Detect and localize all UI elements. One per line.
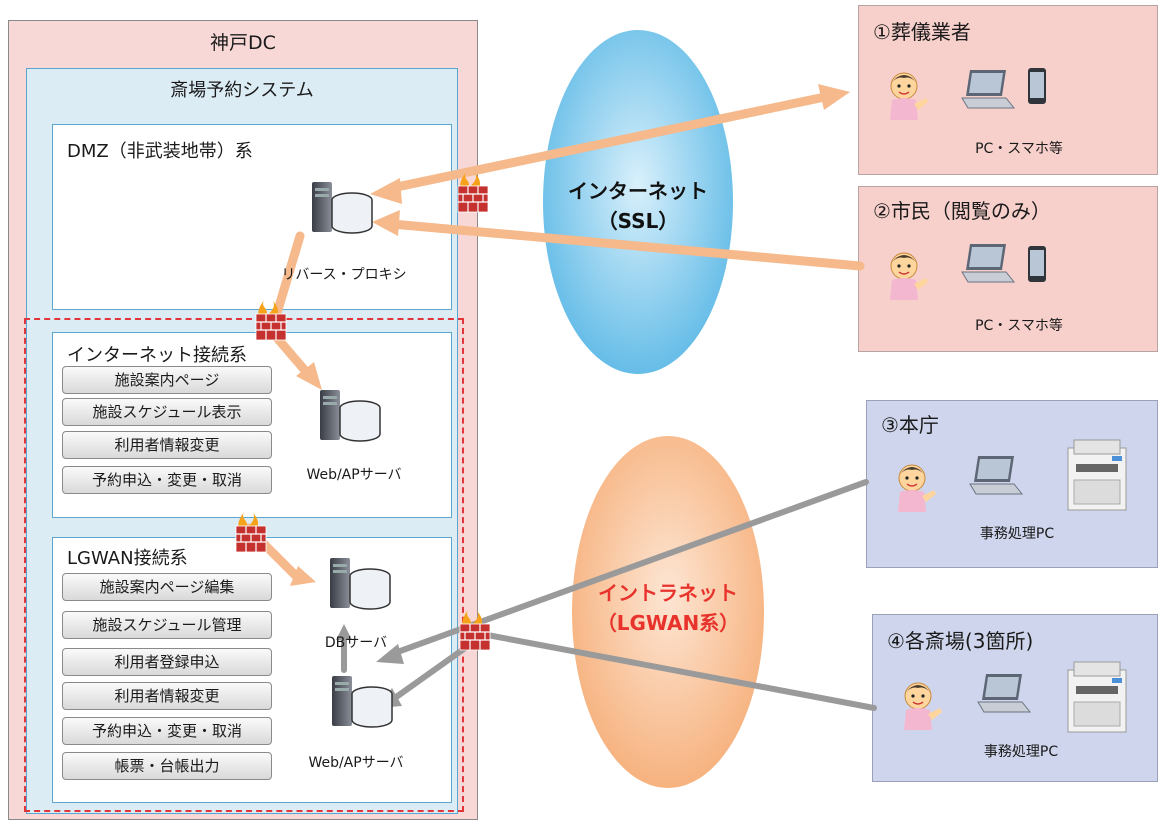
- db-server-icon: [329, 557, 391, 610]
- smartphone-icon: [1028, 68, 1046, 104]
- person-icon: [903, 682, 943, 731]
- lgwan-zone-title: LGWAN接続系: [67, 548, 188, 569]
- client-title: ③本庁: [881, 413, 939, 437]
- function-button: 施設スケジュール管理: [62, 611, 272, 639]
- function-button: 施設スケジュール表示: [62, 398, 272, 426]
- laptop-icon: [961, 243, 1015, 283]
- function-button: 施設案内ページ: [62, 366, 272, 394]
- db-server-label: DBサーバ: [324, 635, 388, 651]
- kobe-dc-title: 神戸DC: [210, 32, 276, 54]
- internet-label-line1: インターネット: [568, 179, 708, 203]
- function-button: 予約申込・変更・取消: [62, 466, 272, 494]
- laptop-icon: [969, 455, 1023, 495]
- dmz-zone-title: DMZ（非武装地帯）系: [67, 141, 253, 162]
- device-label: PC・スマホ等: [975, 318, 1063, 334]
- intranet-label-line2: （LGWAN系）: [596, 611, 740, 635]
- firewall-icon: [459, 609, 491, 651]
- intranet-cloud-ellipse: [572, 436, 764, 788]
- internet-connection-arrows: [243, 84, 865, 586]
- lgwan-web-ap-server-label: Web/APサーバ: [308, 755, 404, 771]
- reverse-proxy-label: リバース・プロキシ: [281, 267, 407, 283]
- function-button: 利用者登録申込: [62, 648, 272, 676]
- lgwan-web-ap-server-icon: [331, 675, 393, 728]
- function-button: 予約申込・変更・取消: [62, 717, 272, 745]
- device-label: PC・スマホ等: [975, 141, 1063, 157]
- client-title: ④各斎場(3箇所): [887, 629, 1034, 653]
- smartphone-icon: [1028, 246, 1046, 282]
- printer-icon: [1067, 661, 1127, 733]
- person-icon: [889, 72, 929, 121]
- function-button: 施設案内ページ編集: [62, 573, 272, 601]
- reverse-proxy-server-icon: [311, 181, 373, 234]
- internal-segment-dashed-border: [24, 318, 464, 812]
- firewall-icon: [457, 171, 489, 213]
- function-button: 利用者情報変更: [62, 682, 272, 710]
- internet-zone-title: インターネット接続系: [67, 345, 247, 366]
- person-icon: [897, 464, 937, 513]
- internet-web-ap-server-label: Web/APサーバ: [306, 467, 402, 483]
- intranet-network-label: イントラネット （LGWAN系）: [568, 578, 768, 638]
- internet-network-label: インターネット （SSL）: [538, 176, 738, 236]
- printer-icon: [1067, 439, 1127, 511]
- internet-label-line2: （SSL）: [597, 209, 679, 233]
- laptop-icon: [977, 673, 1031, 713]
- intranet-label-line1: イントラネット: [598, 581, 738, 605]
- firewall-icon: [235, 511, 267, 553]
- client-title: ①葬儀業者: [873, 20, 971, 44]
- device-label: 事務処理PC: [979, 526, 1055, 542]
- internet-web-ap-server-icon: [319, 389, 381, 442]
- client-title: ②市民（閲覧のみ）: [873, 199, 1051, 223]
- internet-cloud-ellipse: [543, 30, 733, 374]
- device-label: 事務処理PC: [983, 744, 1059, 760]
- function-button: 利用者情報変更: [62, 431, 272, 459]
- function-button: 帳票・台帳出力: [62, 752, 272, 780]
- laptop-icon: [961, 69, 1015, 109]
- person-icon: [889, 252, 929, 301]
- reservation-system-title: 斎場予約システム: [170, 80, 314, 101]
